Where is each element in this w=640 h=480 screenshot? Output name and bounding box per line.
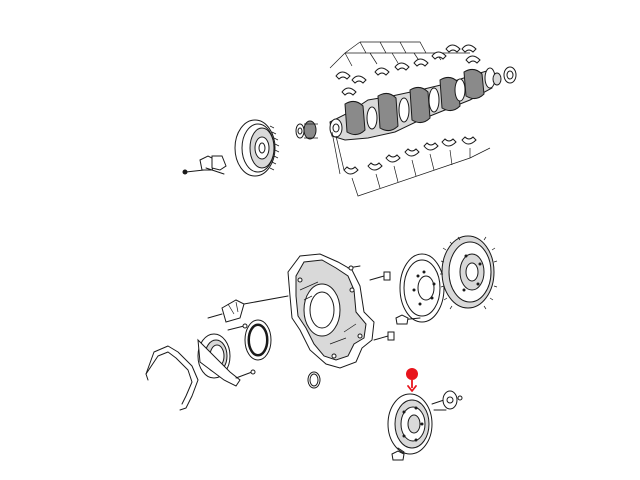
bearing-shell-icon: [367, 162, 383, 171]
callout-marker-icon[interactable]: [406, 368, 418, 392]
flywheel-icon: [440, 235, 498, 310]
bearing-shell-icon: [461, 136, 477, 145]
bearing-shell-icon: [445, 44, 461, 53]
rear-cover-gasket: [145, 345, 199, 411]
highlighted-flex-disc[interactable]: [387, 390, 463, 461]
bearing-shell-icon: [404, 148, 420, 157]
vibration-damper-icon: [234, 119, 280, 177]
cover-dowels: [347, 265, 395, 341]
bearing-shell-icon: [343, 166, 359, 175]
engine-rear-cover-icon: [287, 253, 375, 369]
lower-bearing-shells: [343, 136, 477, 175]
bearing-shell-icon: [465, 55, 481, 64]
bearing-shell-icon: [335, 71, 351, 80]
bearing-shell-icon: [341, 87, 357, 96]
lower-bearing-bracket: [331, 131, 491, 197]
rear-pilot-parts: [492, 66, 517, 86]
crank-sprocket: [295, 120, 318, 140]
crankshaft-assembly: [182, 41, 517, 197]
bearing-shell-icon: [351, 75, 367, 84]
rear-assembly: [145, 253, 395, 411]
rear-main-seal-ring: [244, 319, 272, 361]
crankshaft-icon: [329, 67, 496, 141]
flexplate-icon: [395, 253, 445, 325]
bearing-shell-icon: [374, 67, 390, 76]
bearing-shell-icon: [431, 51, 447, 60]
seal-retainer: [197, 323, 256, 387]
damper-bolt: [182, 155, 227, 175]
bearing-shell-icon: [394, 62, 410, 71]
bearing-shell-icon: [461, 44, 477, 53]
bearing-shell-icon: [385, 154, 401, 163]
bearing-shell-icon: [413, 58, 429, 67]
bearing-shell-icon: [441, 138, 457, 147]
upper-bearing-shells: [335, 44, 481, 96]
upper-bearing-bracket: [329, 41, 470, 69]
bearing-shell-icon: [423, 142, 439, 151]
sensor-bracket: [207, 295, 289, 323]
